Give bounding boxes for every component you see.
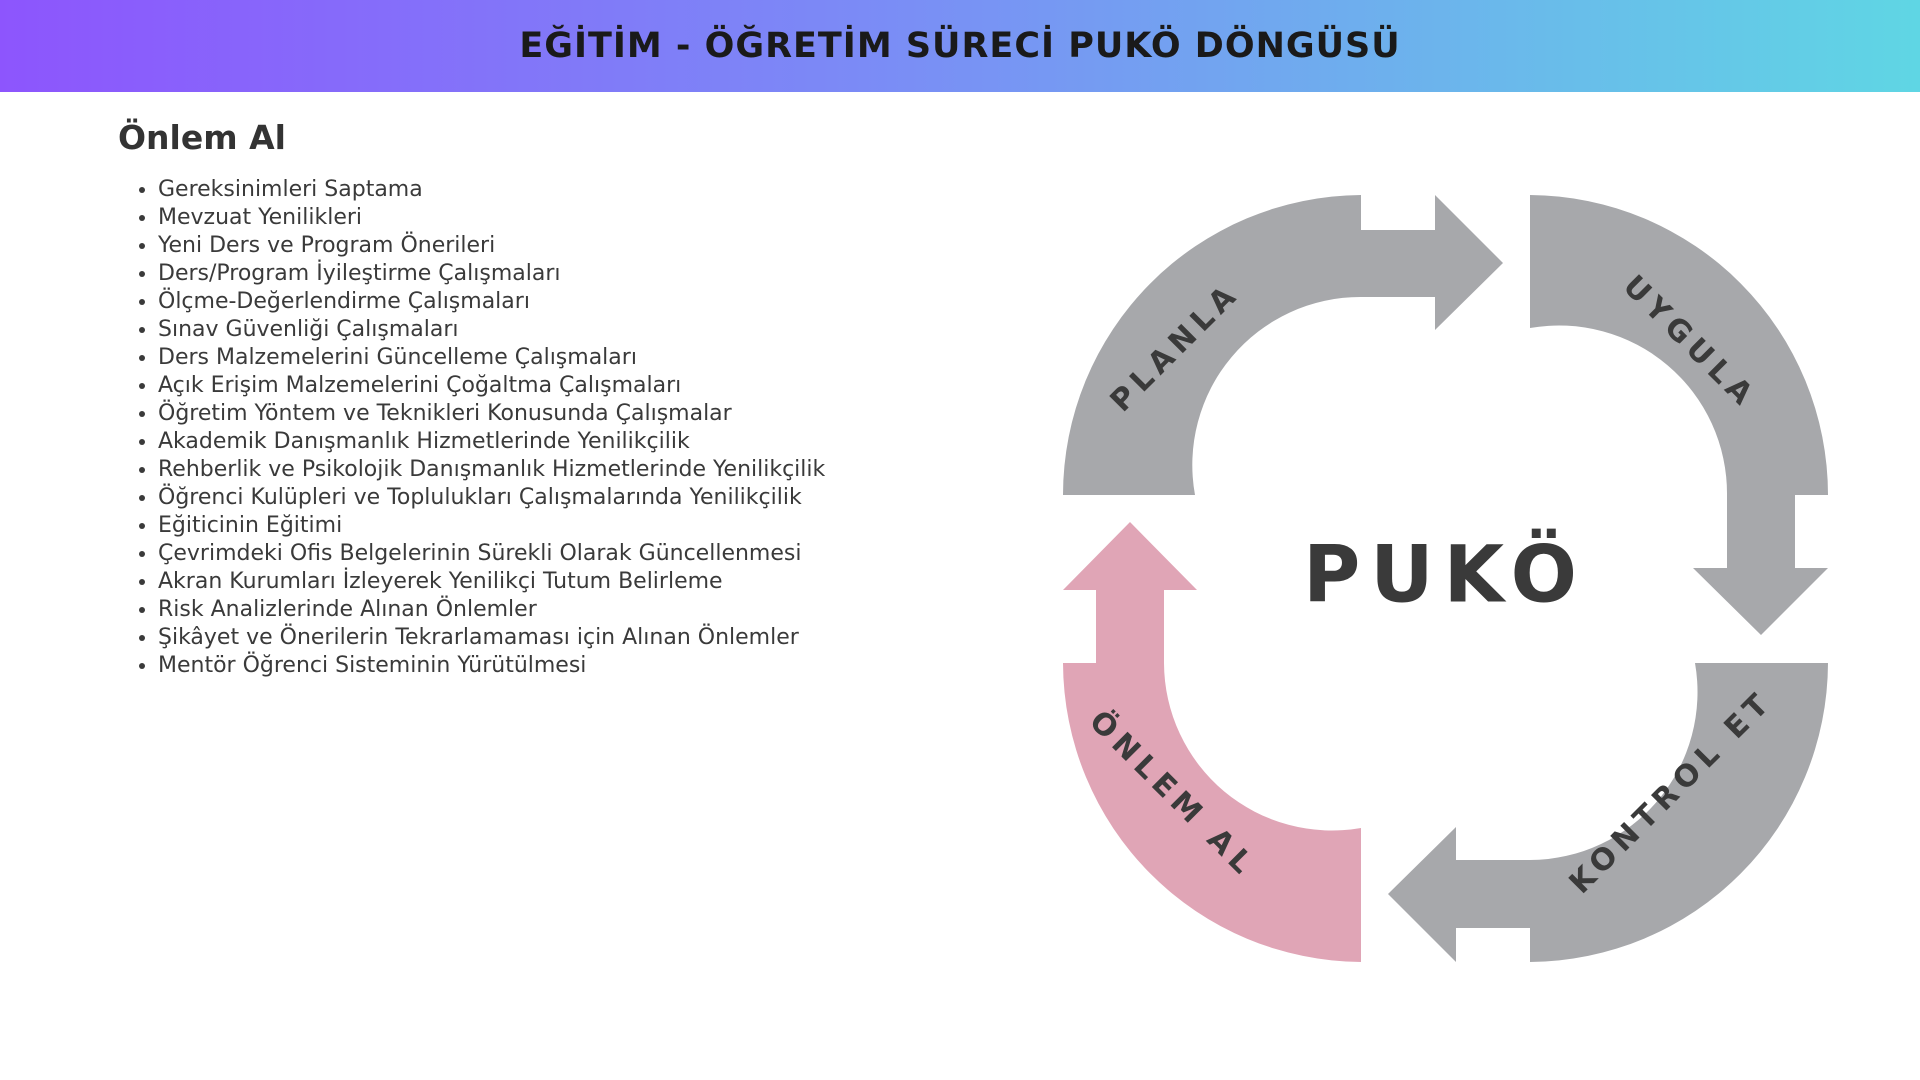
segment-check — [1388, 663, 1828, 962]
list-item: Mevzuat Yenilikleri — [158, 204, 825, 232]
header-banner: EĞİTİM - ÖĞRETİM SÜRECİ PUKÖ DÖNGÜSÜ — [0, 0, 1920, 92]
list-item: Öğretim Yöntem ve Teknikleri Konusunda Ç… — [158, 400, 825, 428]
list-item: Ölçme-Değerlendirme Çalışmaları — [158, 288, 825, 316]
list-item: Rehberlik ve Psikolojik Danışmanlık Hizm… — [158, 456, 825, 484]
pdca-cycle-diagram: PLANLA UYGULA KONTROL ET ÖNLEM AL PUKÖ — [1063, 195, 1828, 962]
list-item: Sınav Güvenliği Çalışmaları — [158, 316, 825, 344]
list-item: Şikâyet ve Önerilerin Tekrarlamaması içi… — [158, 624, 825, 652]
list-item: Gereksinimleri Saptama — [158, 176, 825, 204]
list-item: Ders/Program İyileştirme Çalışmaları — [158, 260, 825, 288]
segment-act — [1063, 522, 1361, 962]
segment-do — [1530, 195, 1828, 635]
list-item: Açık Erişim Malzemelerini Çoğaltma Çalış… — [158, 372, 825, 400]
page-title: EĞİTİM - ÖĞRETİM SÜRECİ PUKÖ DÖNGÜSÜ — [519, 26, 1401, 66]
list-item: Yeni Ders ve Program Önerileri — [158, 232, 825, 260]
segment-plan — [1063, 195, 1503, 495]
center-label: PUKÖ — [1303, 528, 1587, 620]
action-list: Gereksinimleri SaptamaMevzuat Yenilikler… — [118, 176, 825, 680]
list-item: Mentör Öğrenci Sisteminin Yürütülmesi — [158, 652, 825, 680]
list-item: Çevrimdeki Ofis Belgelerinin Sürekli Ola… — [158, 540, 825, 568]
section-heading: Önlem Al — [118, 118, 286, 157]
list-item: Risk Analizlerinde Alınan Önlemler — [158, 596, 825, 624]
list-item: Öğrenci Kulüpleri ve Toplulukları Çalışm… — [158, 484, 825, 512]
list-item: Eğiticinin Eğitimi — [158, 512, 825, 540]
list-item: Ders Malzemelerini Güncelleme Çalışmalar… — [158, 344, 825, 372]
list-item: Akran Kurumları İzleyerek Yenilikçi Tutu… — [158, 568, 825, 596]
list-item: Akademik Danışmanlık Hizmetlerinde Yenil… — [158, 428, 825, 456]
